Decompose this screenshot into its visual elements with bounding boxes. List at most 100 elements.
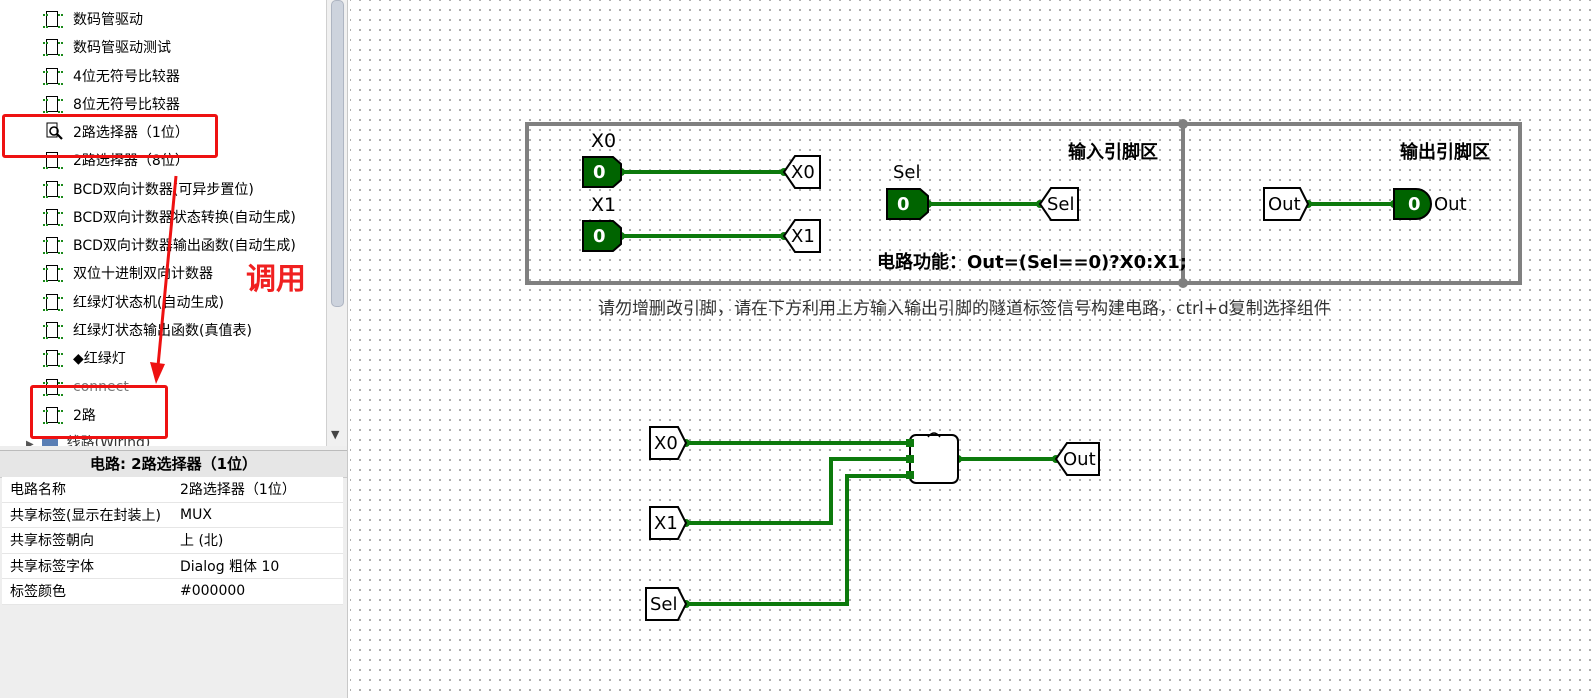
input-area-label: 输入引脚区 bbox=[1068, 142, 1158, 163]
tunnel-label-sel-lower: Sel bbox=[650, 594, 678, 615]
annotation-call-text: 调用 bbox=[246, 262, 306, 297]
tunnel-sel bbox=[1038, 187, 1079, 221]
tree-item-label: 2路选择器（1位） bbox=[73, 125, 189, 141]
tunnel-out-lower bbox=[1054, 442, 1100, 476]
tree-item-7[interactable]: BCD双向计数器状态转换(自动生成) bbox=[0, 203, 320, 231]
pin-label-x0: X0 bbox=[591, 130, 617, 152]
tree-item-6[interactable]: BCD双向计数器(可异步置位) bbox=[0, 175, 320, 203]
highlight-box-2lu bbox=[30, 385, 168, 439]
tunnel-x1 bbox=[782, 219, 821, 253]
scroll-thumb[interactable] bbox=[331, 0, 344, 307]
attr-row[interactable]: 共享标签字体 Dialog 粗体 10 bbox=[2, 554, 343, 579]
upper-wires bbox=[621, 170, 1394, 238]
tree-item-label: 2路 bbox=[73, 408, 96, 424]
attr-row[interactable]: 电路名称 2路选择器（1位） bbox=[2, 477, 343, 503]
tunnel-label-sel: Sel bbox=[1047, 194, 1075, 215]
tunnel-sel-lower bbox=[645, 587, 688, 621]
scroll-down-icon[interactable]: ▼ bbox=[331, 428, 340, 441]
tree-item-label: BCD双向计数器状态转换(自动生成) bbox=[73, 210, 296, 226]
attr-value[interactable]: 2路选择器（1位） bbox=[180, 482, 296, 499]
circuit-drawing bbox=[525, 119, 1522, 621]
circuit-icon bbox=[43, 237, 61, 254]
tree-item-4-selected[interactable]: 2路选择器（1位） bbox=[0, 118, 320, 146]
input-pin-x1 bbox=[582, 220, 622, 252]
attr-key: 共享标签(显示在封装上) bbox=[10, 507, 161, 524]
attr-value[interactable]: 上 (北) bbox=[180, 533, 224, 550]
pin-value-x1[interactable]: 0 bbox=[593, 226, 606, 247]
tunnel-label-x0: X0 bbox=[791, 162, 815, 183]
mux-notch bbox=[927, 432, 941, 438]
circuit-icon bbox=[43, 209, 61, 226]
tree-item-2[interactable]: 4位无符号比较器 bbox=[0, 62, 320, 90]
tree-scrollbar[interactable]: ▼ bbox=[326, 0, 347, 446]
tunnel-label-x0-lower: X0 bbox=[654, 433, 678, 454]
attr-key: 共享标签字体 bbox=[10, 558, 94, 575]
folder-icon bbox=[42, 437, 59, 446]
expand-arrow-icon: ▶ bbox=[26, 439, 34, 446]
pin-value-out: 0 bbox=[1408, 194, 1421, 215]
attr-row[interactable]: 共享标签朝向 上 (北) bbox=[2, 528, 343, 554]
frame-node bbox=[1178, 119, 1188, 129]
circuit-icon bbox=[43, 265, 61, 282]
tree-item-9[interactable]: 双位十进制双向计数器 bbox=[0, 259, 320, 287]
attr-value[interactable]: Dialog 粗体 10 bbox=[180, 558, 280, 575]
tree-item-label: 双位十进制双向计数器 bbox=[73, 266, 213, 282]
tree-item-14[interactable]: 2路 bbox=[0, 401, 320, 429]
tunnel-out bbox=[1263, 187, 1310, 221]
tree-folder-wiring[interactable]: ▶ 线路(Wiring) bbox=[26, 432, 150, 446]
attr-row[interactable]: 共享标签(显示在封装上) MUX bbox=[2, 503, 343, 528]
pin-value-sel[interactable]: 0 bbox=[897, 194, 910, 215]
tree-item-8[interactable]: BCD双向计数器输出函数(自动生成) bbox=[0, 231, 320, 259]
highlight-box-selected bbox=[2, 114, 218, 158]
output-pin-out bbox=[1393, 188, 1432, 220]
mux-ports bbox=[906, 439, 914, 479]
output-area-label: 输出引脚区 bbox=[1400, 142, 1490, 163]
input-pin-x0 bbox=[582, 156, 622, 188]
tree-item-label: ◆红绿灯 bbox=[73, 351, 126, 367]
input-pin-sel bbox=[886, 188, 929, 220]
pin-value-x0[interactable]: 0 bbox=[593, 162, 606, 183]
circuit-function-text: 电路功能：Out=(Sel==0)?X0:X1; bbox=[877, 252, 1187, 273]
circuit-icon bbox=[43, 11, 61, 28]
attr-row[interactable]: 标签颜色 #000000 bbox=[2, 579, 343, 605]
tree-item-10[interactable]: 红绿灯状态机(自动生成) bbox=[0, 288, 320, 316]
attr-key: 电路名称 bbox=[10, 482, 66, 499]
attr-value[interactable]: MUX bbox=[180, 506, 212, 523]
lower-wires bbox=[686, 441, 1056, 606]
wiring-label: 线路(Wiring) bbox=[66, 435, 151, 446]
frame-node bbox=[1178, 278, 1188, 288]
tree-item-label: BCD双向计数器(可异步置位) bbox=[73, 182, 254, 198]
circuit-icon bbox=[43, 350, 61, 367]
attr-key: 共享标签朝向 bbox=[10, 533, 94, 550]
pin-label-sel: Sel bbox=[893, 162, 921, 183]
tunnel-x0 bbox=[782, 155, 821, 189]
tree-item-1[interactable]: 数码管驱动测试 bbox=[0, 33, 320, 61]
circuit-icon bbox=[43, 322, 61, 339]
attribute-table: 电路名称 2路选择器（1位） 共享标签(显示在封装上) MUX 共享标签朝向 上 (北… bbox=[2, 477, 343, 605]
attribute-panel-title: 电路: 2路选择器（1位） bbox=[0, 450, 347, 478]
pin-label-out: Out bbox=[1434, 194, 1467, 215]
pin-area-frame bbox=[525, 122, 1522, 285]
circuit-icon bbox=[43, 407, 61, 424]
circuit-canvas[interactable]: X0 0 X1 0 Sel 0 0 Out X0 X1 Sel Out 输入引脚… bbox=[350, 0, 1592, 698]
tunnel-x0-lower bbox=[649, 426, 688, 460]
tunnel-label-out: Out bbox=[1268, 194, 1301, 215]
circuit-icon bbox=[43, 181, 61, 198]
tree-item-0[interactable]: 数码管驱动 bbox=[0, 5, 320, 33]
circuit-icon bbox=[43, 96, 61, 113]
tunnel-label-out-lower: Out bbox=[1063, 449, 1096, 470]
circuit-icon bbox=[43, 68, 61, 85]
tree-item-12[interactable]: ◆红绿灯 bbox=[0, 344, 320, 372]
tree-item-label: 数码管驱动测试 bbox=[73, 40, 171, 56]
tunnel-label-x1: X1 bbox=[791, 226, 815, 247]
tree-item-3[interactable]: 8位无符号比较器 bbox=[0, 90, 320, 118]
circuit-icon bbox=[43, 39, 61, 56]
annotation-arrow bbox=[150, 175, 178, 384]
tree-item-label: 红绿灯状态机(自动生成) bbox=[73, 295, 224, 311]
attr-value[interactable]: #000000 bbox=[180, 583, 246, 600]
circuit-tree: 数码管驱动 数码管驱动测试 4位无符号比较器 8位无符号比较器 2路选择器（1位… bbox=[0, 0, 330, 446]
tree-item-label: BCD双向计数器输出函数(自动生成) bbox=[73, 238, 296, 254]
tree-item-label: 4位无符号比较器 bbox=[73, 69, 180, 85]
tunnel-x1-lower bbox=[649, 506, 688, 540]
attr-key: 标签颜色 bbox=[10, 584, 66, 601]
